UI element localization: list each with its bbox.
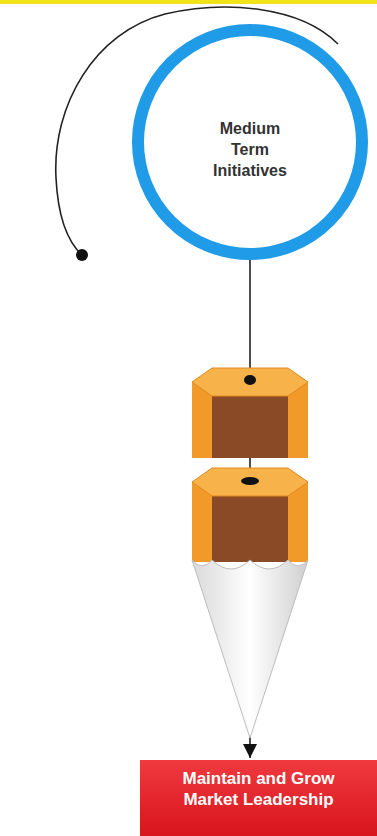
- circle-label: Medium Term Initiatives: [207, 118, 293, 181]
- pencil-face: [212, 382, 288, 458]
- pencil-side: [288, 382, 308, 458]
- pencil-side: [288, 482, 308, 562]
- pencil-pin: [244, 375, 256, 385]
- pencil-cap: [192, 368, 308, 396]
- top-strip: [0, 0, 377, 4]
- banner-rect: [140, 760, 377, 836]
- banner-label: Maintain and Grow Market Leadership: [146, 768, 371, 810]
- swirl-dot: [76, 249, 88, 261]
- pencil-side: [192, 482, 212, 562]
- pencil-side: [192, 382, 212, 458]
- initiative-circle: Medium Term Initiatives: [132, 24, 368, 260]
- pencil-face: [212, 482, 288, 562]
- flow-connector: [249, 260, 251, 758]
- ring-circle: [138, 30, 362, 254]
- pencil-slot: [241, 477, 259, 485]
- pencil-tip: [192, 560, 308, 738]
- goal-banner: Maintain and Grow Market Leadership: [140, 760, 377, 836]
- pencil-cap: [192, 468, 308, 496]
